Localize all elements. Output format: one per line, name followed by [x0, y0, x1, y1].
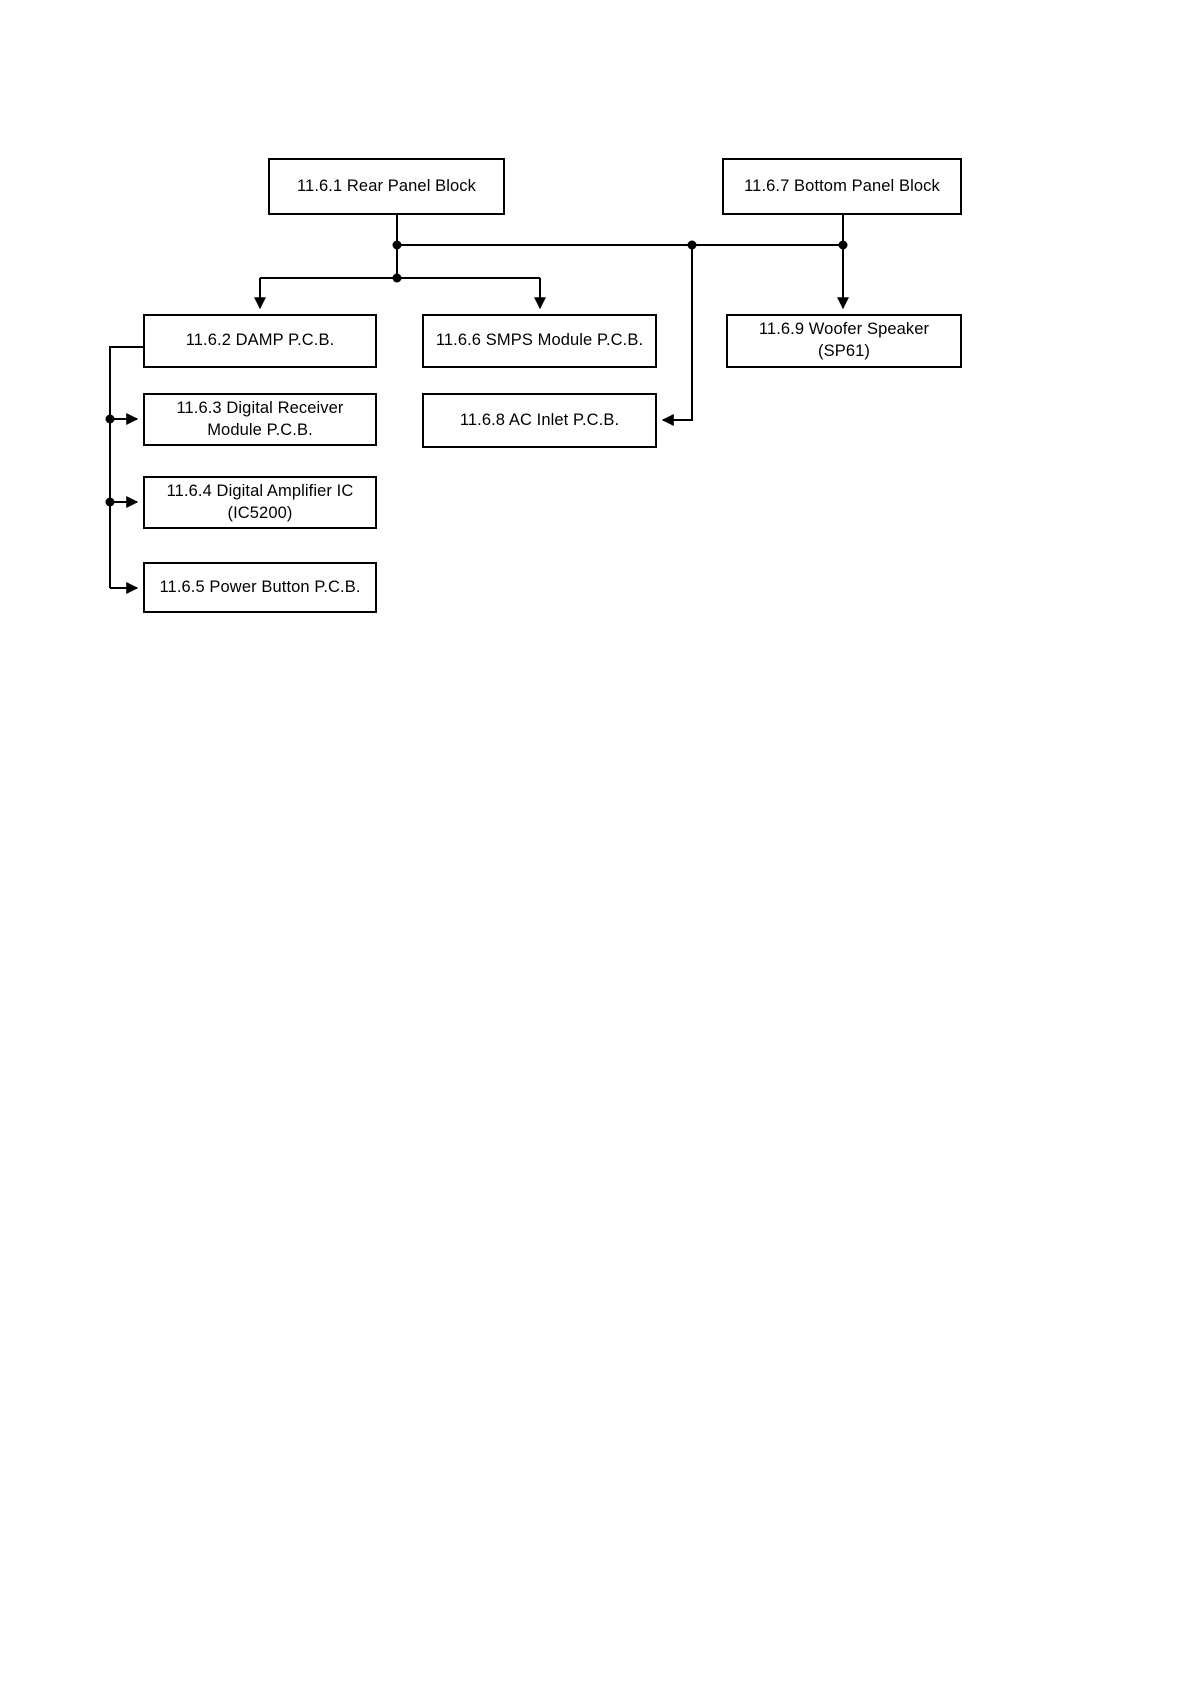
node-label-woofer-speaker: 11.6.9 Woofer Speaker (SP61)	[758, 320, 930, 360]
node-label-rear-panel-block: 11.6.1 Rear Panel Block	[296, 176, 476, 195]
node-label-bottom-panel-block: 11.6.7 Bottom Panel Block	[744, 176, 940, 195]
node-label-digital-receiver-module-pcb: 11.6.3 Digital Receiver Module P.C.B.	[176, 398, 344, 439]
node-digital-amplifier-ic[interactable]: 11.6.4 Digital Amplifier IC (IC5200)	[143, 476, 377, 529]
node-damp-pcb[interactable]: 11.6.2 DAMP P.C.B.	[143, 314, 377, 368]
junction-dot-damp-receiver	[105, 414, 115, 424]
node-ac-inlet-pcb[interactable]: 11.6.8 AC Inlet P.C.B.	[422, 393, 657, 448]
node-label-damp-pcb: 11.6.2 DAMP P.C.B.	[185, 331, 335, 350]
junction-dot-damp-amplifier	[105, 497, 115, 507]
node-rear-panel-block[interactable]: 11.6.1 Rear Panel Block	[268, 158, 505, 215]
node-digital-receiver-module-pcb[interactable]: 11.6.3 Digital Receiver Module P.C.B.	[143, 393, 377, 446]
connector-damp-left-bus	[109, 346, 143, 588]
junction-dot-ac-inlet-drop	[687, 240, 697, 250]
node-label-ac-inlet-pcb: 11.6.8 AC Inlet P.C.B.	[459, 410, 620, 429]
junction-dot-rear-bus-split	[392, 273, 402, 283]
connector-to-ac-inlet	[661, 245, 693, 426]
junction-dot-rear-bus-top	[392, 240, 402, 250]
junction-dot-woofer-drop	[838, 240, 848, 250]
node-label-power-button-pcb: 11.6.5 Power Button P.C.B.	[159, 577, 361, 596]
node-power-button-pcb[interactable]: 11.6.5 Power Button P.C.B.	[143, 562, 377, 613]
node-bottom-panel-block[interactable]: 11.6.7 Bottom Panel Block	[722, 158, 962, 215]
node-woofer-speaker[interactable]: 11.6.9 Woofer Speaker (SP61)	[726, 314, 962, 368]
node-smps-module-pcb[interactable]: 11.6.6 SMPS Module P.C.B.	[422, 314, 657, 368]
node-label-digital-amplifier-ic: 11.6.4 Digital Amplifier IC (IC5200)	[166, 481, 354, 522]
node-label-smps-module-pcb: 11.6.6 SMPS Module P.C.B.	[435, 331, 644, 350]
